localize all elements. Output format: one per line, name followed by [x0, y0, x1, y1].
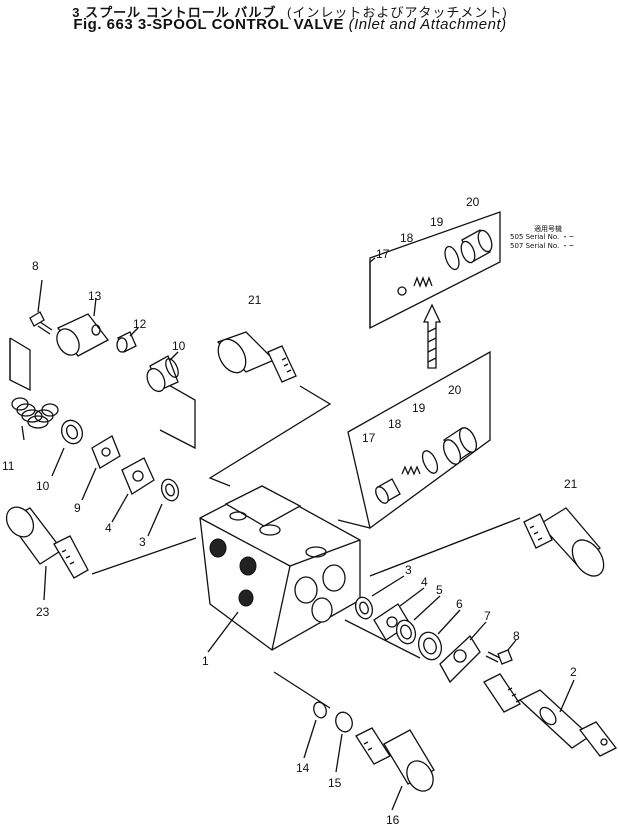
part-label-17: 17 — [362, 431, 376, 445]
valve-23 — [5, 506, 89, 601]
part-label-5: 5 — [436, 583, 443, 597]
part-label-3: 3 — [139, 535, 146, 549]
upper-kit-box — [369, 211, 501, 330]
part-label-7: 7 — [484, 609, 491, 623]
serial-row-507: 507 Serial No. ・~ — [510, 242, 575, 250]
spool-2 — [483, 673, 617, 757]
spring-11 — [11, 397, 59, 441]
title-paren-english: (Inlet and Attachment) — [348, 16, 507, 33]
plug-20-upper — [460, 229, 493, 264]
o-ring-3-upper — [147, 478, 180, 537]
relief-valve-21-upper — [216, 331, 297, 383]
part-label-17: 17 — [376, 247, 390, 261]
bolt-8-upper — [29, 279, 53, 335]
flange-7 — [439, 621, 487, 684]
plug-20-lower — [442, 427, 478, 465]
ball-17-upper — [397, 286, 407, 296]
o-ring-19-lower — [421, 450, 439, 474]
part-label-16: 16 — [386, 813, 400, 825]
sleeve-10-upper — [146, 351, 179, 393]
title-english: Fig. 663 3-SPOOL CONTROL VALVE (Inlet an… — [73, 16, 507, 33]
valve-16 — [355, 727, 435, 811]
o-ring-5 — [395, 595, 441, 645]
plate-4-upper — [111, 457, 155, 523]
o-ring-3-lower — [354, 575, 405, 620]
part-label-19: 19 — [412, 401, 426, 415]
part-label-4: 4 — [105, 521, 112, 535]
spring-18-upper — [413, 276, 433, 288]
part-label-23: 23 — [36, 605, 50, 619]
valve-body-1 — [199, 485, 361, 653]
relief-valve-21-right — [523, 507, 605, 577]
part-label-18: 18 — [400, 231, 414, 245]
part-label-10: 10 — [172, 339, 186, 353]
pin-12 — [116, 327, 139, 353]
arrow-up-icon — [422, 303, 442, 369]
o-ring-14 — [313, 701, 327, 719]
spring-18-lower — [401, 465, 421, 476]
part-labels: 1 2 3 3 4 4 5 6 7 8 8 9 10 10 11 12 13 1… — [2, 195, 578, 825]
part-label-14: 14 — [296, 761, 310, 775]
title-paren-japanese: (インレットおよびアタッチメント) — [287, 5, 508, 20]
part-label-20: 20 — [466, 195, 480, 209]
part-label-13: 13 — [88, 289, 102, 303]
part-label-12: 12 — [133, 317, 147, 331]
part-label-21: 21 — [248, 293, 262, 307]
part-label-1: 1 — [202, 654, 209, 668]
serial-row-505: 505 Serial No. ・~ — [510, 233, 575, 241]
part-label-19: 19 — [430, 215, 444, 229]
collar-6 — [417, 609, 461, 661]
part-label-20: 20 — [448, 383, 462, 397]
serial-header: 適用号機 — [534, 225, 562, 233]
part-label-3: 3 — [405, 563, 412, 577]
part-label-4: 4 — [421, 575, 428, 589]
part-label-21: 21 — [564, 477, 578, 491]
o-ring-19-upper — [444, 245, 460, 271]
part-label-18: 18 — [388, 417, 402, 431]
poppet-17-lower — [375, 478, 401, 504]
part-label-8: 8 — [513, 629, 520, 643]
bolt-8-lower — [485, 639, 517, 665]
part-label-9: 9 — [74, 501, 81, 515]
gasket-9 — [81, 435, 121, 501]
o-ring-15 — [335, 711, 353, 733]
part-label-15: 15 — [328, 776, 342, 790]
title-japanese: 3 スプール コントロール バルブ (インレットおよびアタッチメント) — [72, 5, 508, 20]
cap-13 — [56, 297, 109, 357]
part-label-8: 8 — [32, 259, 39, 273]
part-label-10: 10 — [36, 479, 50, 493]
part-label-2: 2 — [570, 665, 577, 679]
sleeve-10-lower — [51, 419, 84, 477]
lower-kit-box — [337, 350, 491, 530]
part-label-6: 6 — [456, 597, 463, 611]
part-label-11: 11 — [2, 459, 15, 473]
left-upper-group-box — [9, 337, 196, 450]
